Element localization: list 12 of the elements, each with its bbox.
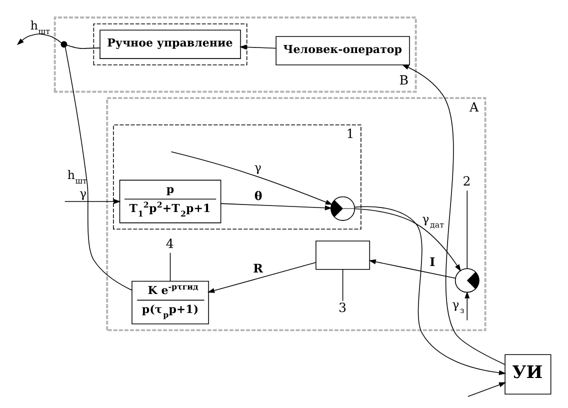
node-text: 3 (338, 300, 346, 315)
edge-label: θ (254, 188, 262, 203)
edge-label: γ (79, 186, 87, 201)
edge-label: γ (254, 160, 262, 174)
edge-label: I (430, 255, 436, 270)
node-text: 2 (462, 174, 471, 189)
edge-label: h$_{шт}$ (30, 18, 50, 36)
node-text: 4 (166, 236, 174, 251)
edge-label: h$_{шт}$ (67, 168, 87, 186)
edge-label: γ$_{дат}$ (422, 212, 444, 230)
edge-label: γ$_{з}$ (452, 297, 464, 315)
edge-label: R (253, 262, 264, 276)
